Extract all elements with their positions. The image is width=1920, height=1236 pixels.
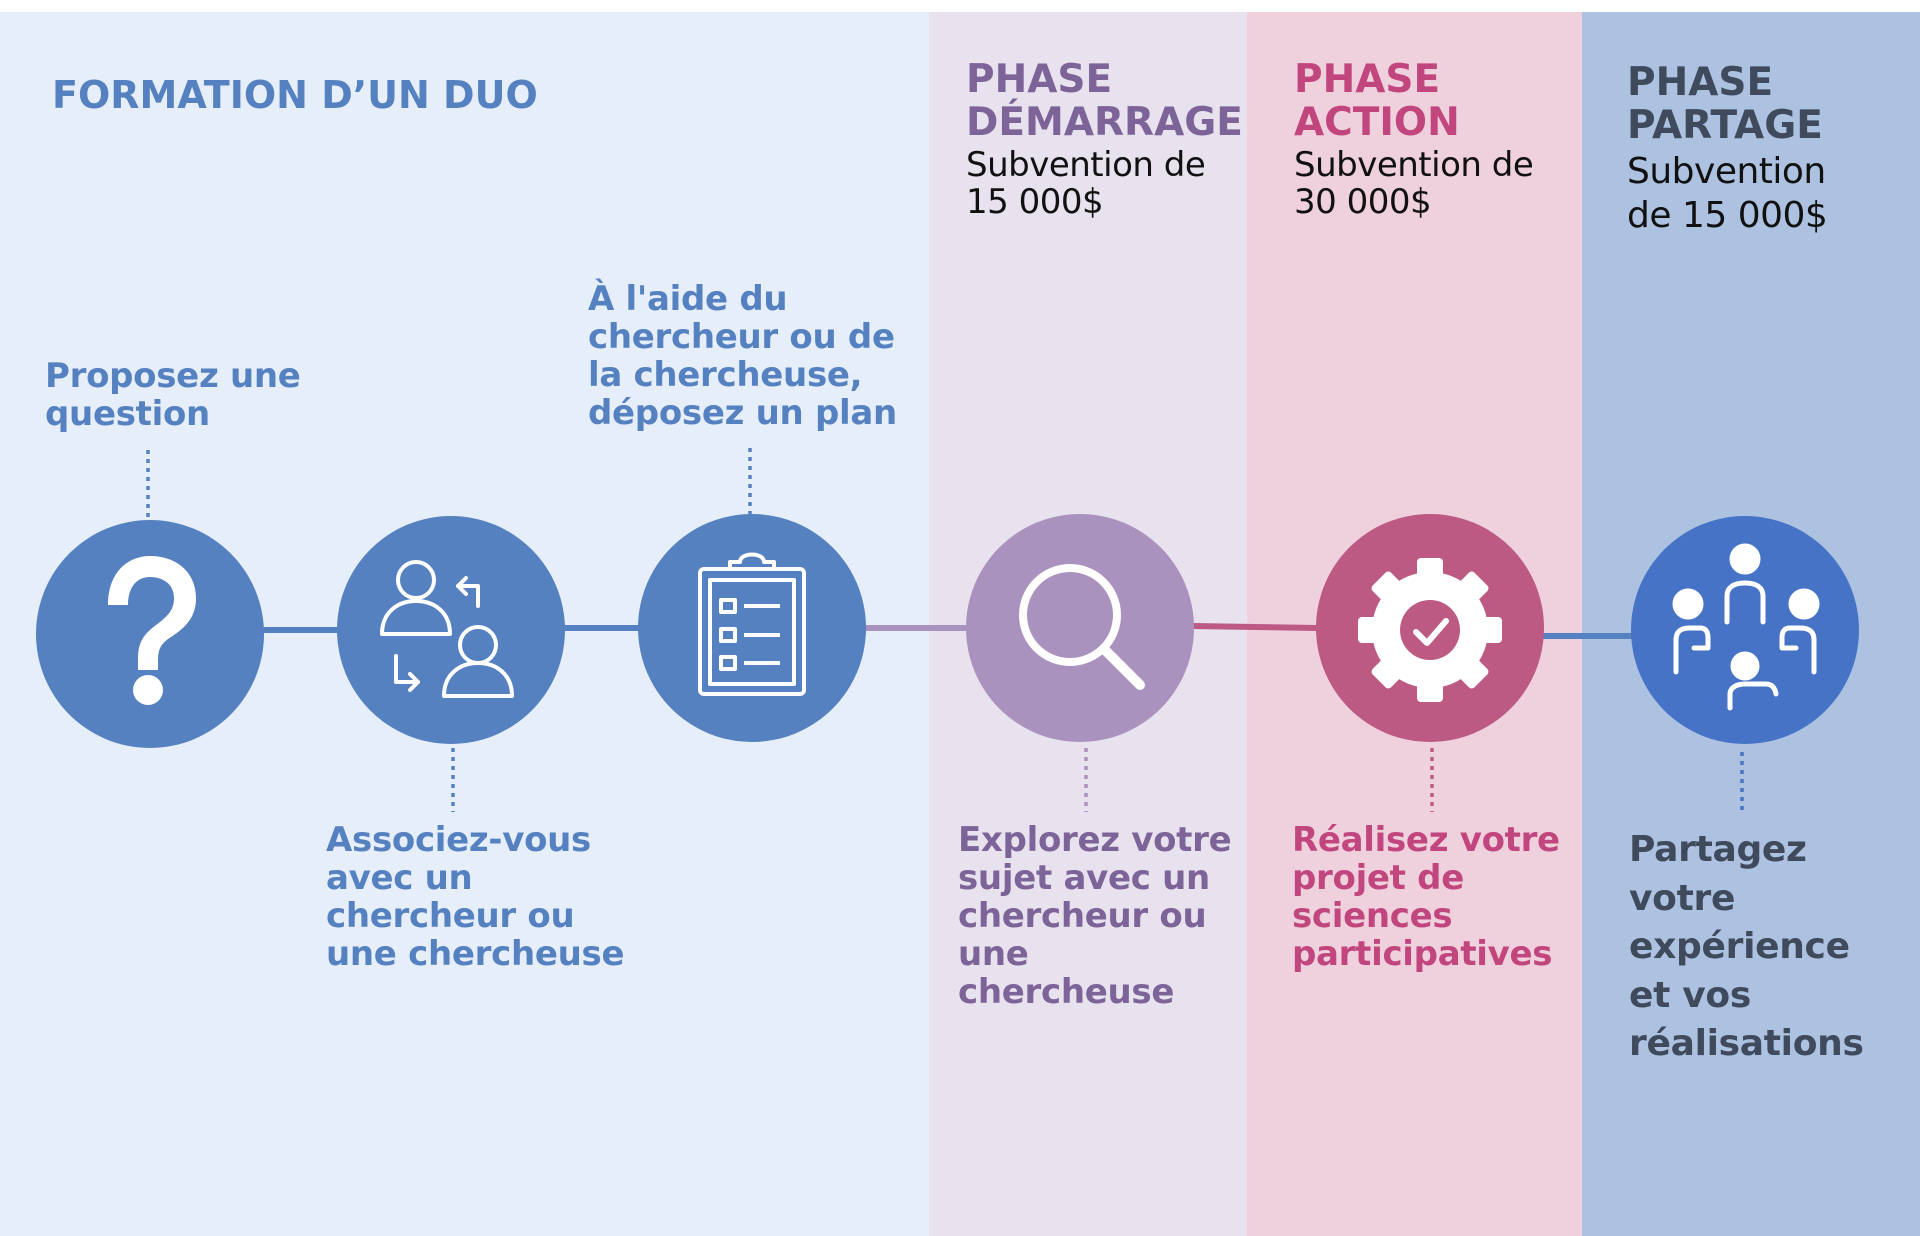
step-6-line: réalisations xyxy=(1629,1023,1864,1064)
demarrage-title-line2: DÉMARRAGE xyxy=(966,100,1243,145)
step-4-line: chercheur ou xyxy=(958,896,1207,936)
step-2-line: avec un xyxy=(326,858,473,898)
action-title: PHASE ACTION xyxy=(1294,58,1460,144)
step-2-line: Associez-vous xyxy=(326,820,591,860)
demarrage-title: PHASE DÉMARRAGE xyxy=(966,58,1243,144)
step-6-line: et vos xyxy=(1629,974,1751,1016)
step-5-node xyxy=(1316,514,1544,742)
partage-subvention: Subvention de 15 000$ xyxy=(1627,150,1828,238)
action-sub-line2: 30 000$ xyxy=(1294,182,1432,222)
clipboard-icon xyxy=(698,552,806,696)
step-1-caption: Proposez une question xyxy=(45,357,301,433)
step-4-line: une xyxy=(958,934,1029,974)
step-4-line: Explorez votre xyxy=(958,820,1232,860)
gear-check-icon xyxy=(1358,558,1502,702)
step-3-line: déposez un plan xyxy=(588,393,897,433)
swap-people-icon xyxy=(380,560,514,698)
connector-4-5 xyxy=(1191,623,1319,631)
partage-title-line2: PARTAGE xyxy=(1627,103,1823,148)
step-4-node xyxy=(966,514,1194,742)
partage-title: PHASE PARTAGE xyxy=(1627,61,1823,147)
step-6-line: votre xyxy=(1629,877,1736,919)
step-2-caption: Associez-vous avec un chercheur ou une c… xyxy=(326,820,625,974)
step-3-caption: À l'aide du chercheur ou de la chercheus… xyxy=(588,280,897,432)
step-6-line: Partagez xyxy=(1629,829,1807,870)
step-3-node xyxy=(638,514,866,742)
partage-title-line1: PHASE xyxy=(1627,60,1774,105)
demarrage-title-line1: PHASE xyxy=(966,57,1113,102)
action-subvention: Subvention de 30 000$ xyxy=(1294,145,1534,222)
step-5-line: Réalisez votre xyxy=(1292,820,1560,860)
step-1-line: Proposez une xyxy=(45,356,301,396)
step-4-caption: Explorez votre sujet avec un chercheur o… xyxy=(958,820,1232,1012)
action-title-line1: PHASE xyxy=(1294,57,1441,102)
team-icon xyxy=(1672,543,1820,711)
magnifier-icon xyxy=(1019,564,1145,690)
step-6-node xyxy=(1631,516,1859,744)
step-3-line: chercheur ou de xyxy=(588,317,895,357)
step-3-line: À l'aide du xyxy=(588,279,788,319)
step-4-line: chercheuse xyxy=(958,972,1175,1012)
step-5-caption: Réalisez votre projet de sciences partic… xyxy=(1292,821,1560,973)
step-5-line: sciences xyxy=(1292,896,1453,936)
action-sub-line1: Subvention de xyxy=(1294,145,1534,185)
step-1-node xyxy=(36,520,264,748)
partage-sub-line2: de 15 000$ xyxy=(1627,195,1828,236)
demarrage-sub-line1: Subvention de xyxy=(966,145,1206,185)
demarrage-sub-line2: 15 000$ xyxy=(966,182,1104,222)
action-title-line2: ACTION xyxy=(1294,100,1460,145)
step-1-line: question xyxy=(45,394,210,434)
step-5-line: participatives xyxy=(1292,934,1553,974)
partage-sub-line1: Subvention xyxy=(1627,151,1826,192)
question-icon xyxy=(108,556,196,705)
step-2-line: une chercheuse xyxy=(326,934,625,974)
formation-title: FORMATION D’UN DUO xyxy=(52,73,538,117)
step-3-line: la chercheuse, xyxy=(588,355,863,395)
step-4-line: sujet avec un xyxy=(958,858,1210,898)
demarrage-subvention: Subvention de 15 000$ xyxy=(966,145,1206,222)
step-5-line: projet de xyxy=(1292,858,1464,898)
step-2-node xyxy=(337,516,565,744)
step-6-line: expérience xyxy=(1629,926,1850,967)
step-6-caption: Partagez votre expérience et vos réalisa… xyxy=(1629,826,1864,1069)
step-2-line: chercheur ou xyxy=(326,896,575,936)
